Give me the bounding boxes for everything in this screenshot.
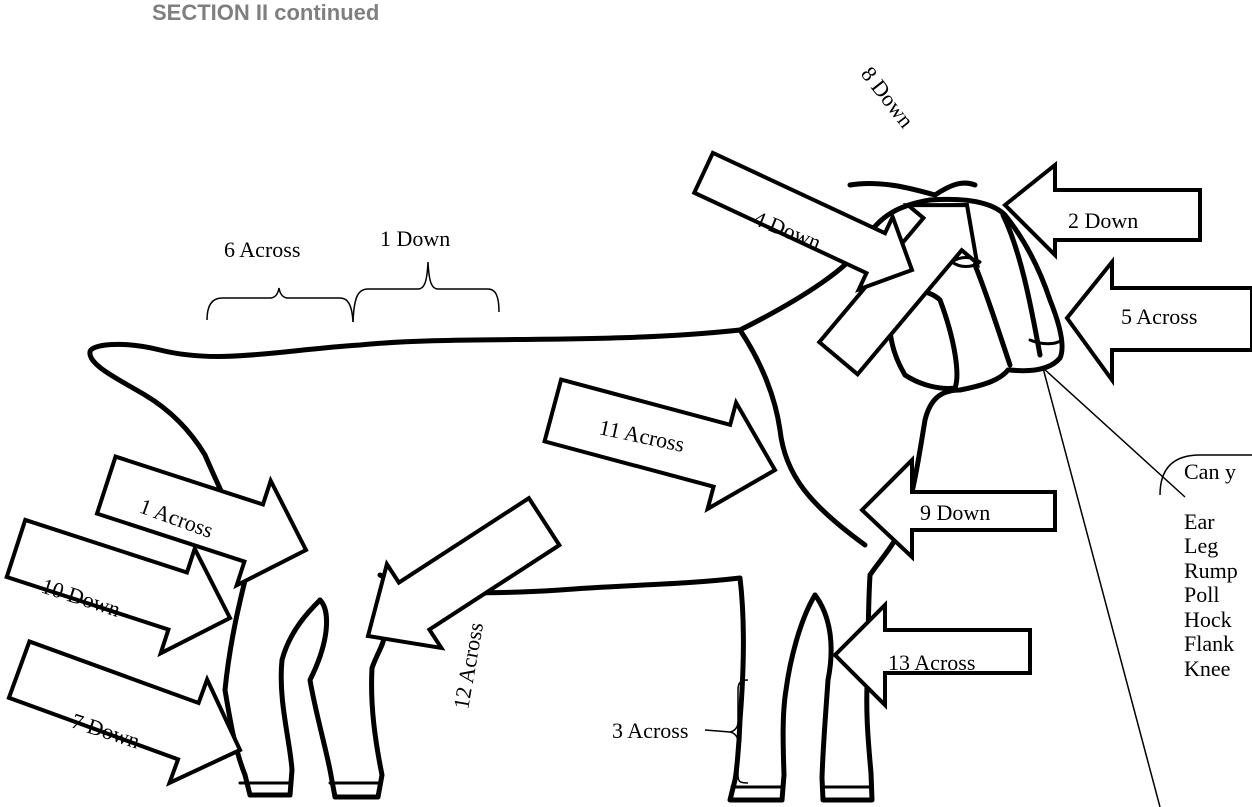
label-5-across: 5 Across [1121,304,1197,329]
label-13-across: 13 Across [888,650,975,675]
label-12-across: 12 Across [448,620,488,710]
arrow-7-down [0,618,258,802]
label-8-down: 8 Down [856,62,919,133]
word-bank-list: Ear Leg Rump Poll Hock Flank Knee [1160,510,1238,682]
arrows [0,137,1252,802]
brace-6-across [207,288,353,322]
label-1-down: 1 Down [380,226,450,251]
label-2-down: 2 Down [1068,208,1138,233]
label-9-down: 9 Down [920,500,990,525]
word-bank-item: Hock [1184,608,1238,633]
word-bank-item: Rump [1184,559,1238,584]
word-bank-item: Knee [1184,657,1238,682]
word-bank-item: Flank [1184,632,1238,657]
arrow-12-across [341,480,572,678]
word-bank-item: Ear [1184,510,1238,535]
word-bank-item: Leg [1184,534,1238,559]
brace-3-across-pointer [705,730,730,732]
word-bank-callout: Can y Ear Leg Rump Poll Hock Flank Knee [1160,460,1238,681]
callout-question: Can y [1184,460,1238,485]
brace-1-down [353,262,499,322]
label-3-across: 3 Across [612,718,688,743]
label-6-across: 6 Across [224,237,300,262]
word-bank-item: Poll [1184,583,1238,608]
